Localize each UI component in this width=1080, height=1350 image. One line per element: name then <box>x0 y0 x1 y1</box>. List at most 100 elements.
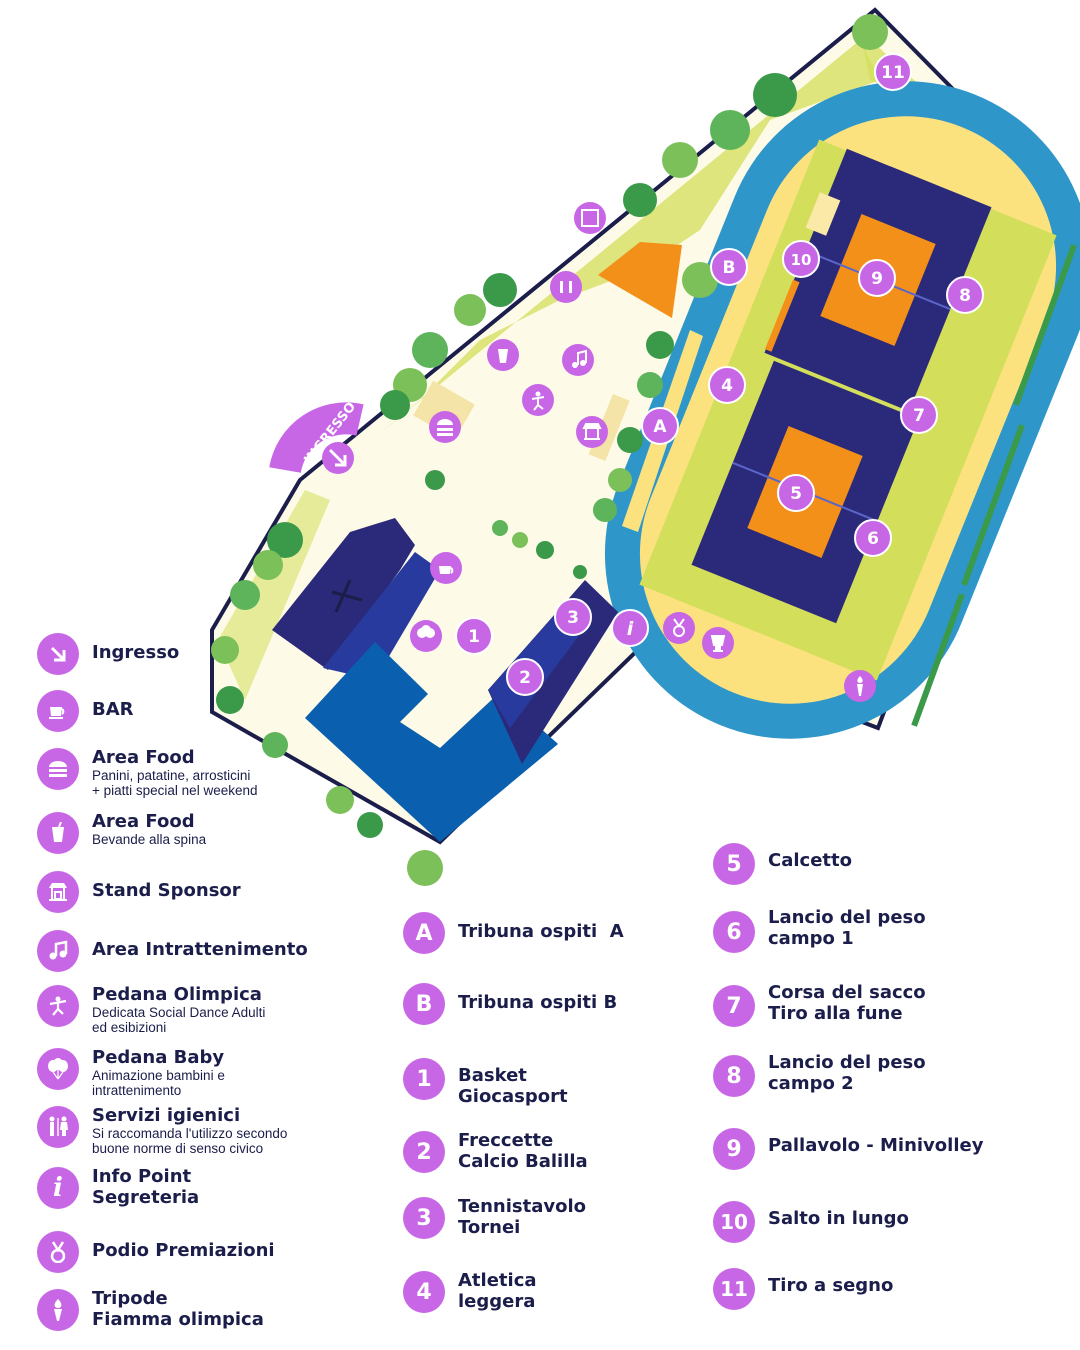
marker-badge: 4 <box>403 1271 445 1313</box>
long-jump-runway <box>764 279 800 352</box>
burger-icon <box>37 748 79 790</box>
legend-calcetto: 5 Calcetto <box>713 843 852 885</box>
svg-text:9: 9 <box>871 269 883 289</box>
marker-1: 1 <box>455 617 493 655</box>
building-mid <box>323 552 440 680</box>
marker-badge: 7 <box>713 985 755 1027</box>
legend-lancio-peso-2: 8 Lancio del peso campo 2 <box>713 1052 926 1097</box>
marker-10: 10 <box>782 240 820 278</box>
legend-stand-sponsor: Stand Sponsor <box>37 871 241 913</box>
restroom-icon <box>550 271 582 303</box>
marker-badge: 10 <box>713 1201 755 1243</box>
coffee-cup-icon <box>430 552 462 584</box>
svg-text:8: 8 <box>959 286 971 306</box>
restroom-icon <box>37 1106 79 1148</box>
burger-icon <box>429 411 461 443</box>
svg-text:3: 3 <box>567 608 579 628</box>
legend-title: Stand Sponsor <box>92 880 241 901</box>
marker-badge: 1 <box>403 1058 445 1100</box>
legend-subtitle: Bevande alla spina <box>92 832 207 847</box>
marker-9: 9 <box>858 259 896 297</box>
church-cross-icon <box>331 579 363 613</box>
legend-title: BAR <box>92 699 134 720</box>
marker-badge: 2 <box>403 1131 445 1173</box>
marker-11: 11 <box>874 53 912 91</box>
balloons-icon <box>410 620 442 652</box>
legend-title: Lancio del peso campo 2 <box>768 1052 926 1094</box>
svg-text:5: 5 <box>790 484 802 504</box>
marker-badge: 8 <box>713 1055 755 1097</box>
legend-title: Basket Giocasport <box>458 1065 568 1107</box>
orange-stage <box>598 242 682 318</box>
music-note-icon <box>37 930 79 972</box>
legend-subtitle: Animazione bambini e intrattenimento <box>92 1068 225 1098</box>
drink-cup-icon <box>487 339 519 371</box>
legend-title: Pedana Olimpica <box>92 984 262 1005</box>
marker-badge: A <box>403 912 445 954</box>
torch-icon <box>37 1289 79 1331</box>
svg-text:A: A <box>653 417 667 437</box>
legend-subtitle: Panini, patatine, arrosticini + piatti s… <box>92 768 258 798</box>
legend-corsa-sacco: 7 Corsa del sacco Tiro alla fune <box>713 982 926 1027</box>
coffee-cup-icon <box>37 690 79 732</box>
hedge-east <box>911 244 1077 727</box>
legend-title: Pedana Baby <box>92 1047 225 1068</box>
long-jump-pit <box>805 192 841 236</box>
legend-title: Tribuna ospiti A <box>458 921 624 942</box>
dancer-icon <box>37 985 79 1027</box>
marker-badge: 6 <box>713 911 755 953</box>
torch-icon <box>844 670 876 702</box>
marker-badge: 9 <box>713 1128 755 1170</box>
legend-title: Tiro a segno <box>768 1275 894 1296</box>
legend-pallavolo: 9 Pallavolo - Minivolley <box>713 1128 983 1170</box>
legend-bar: BAR <box>37 690 134 732</box>
legend-title: Ingresso <box>92 642 180 663</box>
legend-title: Tribuna ospiti B <box>458 992 618 1013</box>
drink-cup-icon <box>37 812 79 854</box>
svg-text:4: 4 <box>721 376 733 396</box>
stand-icon <box>37 871 79 913</box>
icon-markers <box>410 202 876 702</box>
medal-icon <box>663 612 695 644</box>
trophy-icon <box>702 627 734 659</box>
stand-icon <box>576 416 608 448</box>
svg-text:6: 6 <box>867 529 879 549</box>
svg-text:11: 11 <box>881 63 905 83</box>
legend-tribuna-b: B Tribuna ospiti B <box>403 983 617 1025</box>
grass-strip-north <box>372 40 880 440</box>
marker-3: 3 <box>554 598 592 636</box>
legend-title: Pallavolo - Minivolley <box>768 1135 984 1156</box>
marker-info: i <box>611 609 649 647</box>
marker-badge: 5 <box>713 843 755 885</box>
legend-title: Area Intrattenimento <box>92 939 308 960</box>
marker-8: 8 <box>946 276 984 314</box>
marker-6: 6 <box>854 519 892 557</box>
marker-5: 5 <box>777 474 815 512</box>
marker-7: 7 <box>900 396 938 434</box>
legend-title: Atletica leggera <box>458 1270 537 1312</box>
svg-text:B: B <box>723 258 736 278</box>
legend-atletica: 4 Atletica leggera <box>403 1270 537 1313</box>
marker-badge: 11 <box>713 1268 755 1310</box>
music-note-icon <box>562 344 594 376</box>
marker-badge: 3 <box>403 1197 445 1239</box>
medal-icon <box>37 1231 79 1273</box>
legend-title: Tripode Fiamma olimpica <box>92 1288 264 1330</box>
legend-salto-lungo: 10 Salto in lungo <box>713 1201 909 1243</box>
marker-badge: B <box>403 983 445 1025</box>
trees <box>211 14 888 886</box>
marker-b: B <box>710 248 748 286</box>
legend-area-intrattenimento: Area Intrattenimento <box>37 930 308 972</box>
legend-title: Area Food <box>92 747 195 768</box>
legend-tripode: Tripode Fiamma olimpica <box>37 1288 264 1331</box>
legend-title: Podio Premiazioni <box>92 1240 275 1261</box>
legend-title: Area Food <box>92 811 195 832</box>
legend-subtitle: Dedicata Social Dance Adulti ed esibizio… <box>92 1005 266 1035</box>
legend-freccette: 2 Freccette Calcio Balilla <box>403 1130 588 1173</box>
svg-text:2: 2 <box>519 668 531 688</box>
building-main-blue <box>305 642 558 842</box>
